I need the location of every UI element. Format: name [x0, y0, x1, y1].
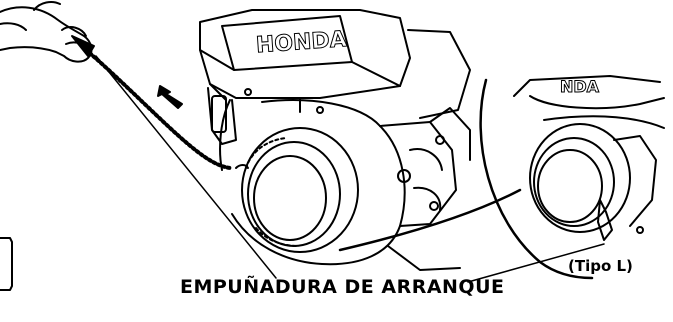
grip-leader-line: [95, 55, 277, 279]
engine-block: [207, 87, 471, 271]
inset-logo: NDA: [560, 77, 600, 96]
left-frame-fragment: [0, 237, 13, 291]
inset-border: [479, 78, 594, 280]
hand-icon: [0, 1, 95, 63]
recoil-starter-housing: [235, 127, 359, 253]
type-l-inset: [513, 75, 665, 241]
honda-logo: HONDA: [255, 27, 347, 58]
type-l-leader-line: [467, 243, 605, 283]
type-l-label: (Tipo L): [568, 257, 633, 275]
inset-connector: [338, 188, 522, 252]
pull-direction-arrow-icon: [157, 85, 183, 109]
starter-rope: [84, 48, 232, 170]
starter-grip-label: EMPUÑADURA DE ARRANQUE: [180, 276, 505, 298]
engine-top: [199, 9, 471, 119]
